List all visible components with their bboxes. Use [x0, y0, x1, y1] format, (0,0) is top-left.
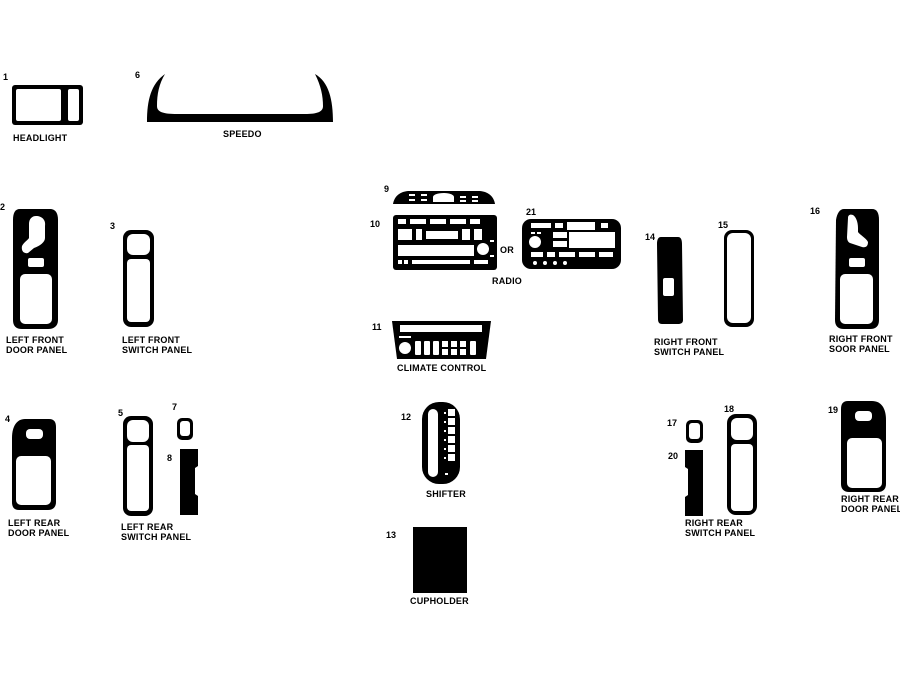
part-number-11: 11 [372, 322, 382, 332]
radio-trim-part-10 [393, 215, 497, 270]
part-number-13: 13 [386, 530, 397, 540]
part-number-18: 18 [724, 404, 735, 414]
left-rear-switch-panel-label: LEFT REAR SWITCH PANEL [121, 522, 191, 542]
part-number-8: 8 [167, 453, 173, 463]
label-line-2: SWITCH PANEL [122, 345, 193, 355]
part-number-5: 5 [118, 408, 124, 418]
left-rear-door-panel-label: LEFT REAR DOOR PANEL [8, 518, 69, 538]
shifter-label: SHIFTER [426, 489, 466, 499]
speedo-label: SPEEDO [223, 129, 262, 139]
part-15-trim [724, 230, 754, 327]
left-front-door-panel-label: LEFT FRONT DOOR PANEL [6, 335, 67, 355]
label-line-1: RIGHT REAR [841, 494, 899, 504]
shifter-part [422, 402, 460, 484]
climate-control-label: CLIMATE CONTROL [397, 363, 487, 373]
right-rear-switch-panel-part [727, 414, 757, 515]
part-number-19: 19 [828, 405, 839, 415]
cupholder-part [413, 527, 467, 593]
part-7-trim [177, 418, 193, 440]
part-8-trim [180, 449, 198, 515]
headlight-trim-part [12, 85, 83, 125]
label-line-2: DOOR PANEL [6, 345, 68, 355]
label-line-2: SWITCH PANEL [121, 532, 192, 542]
label-line-2: SWITCH PANEL [654, 347, 725, 357]
label-line-1: LEFT FRONT [122, 335, 180, 345]
label-line-1: RIGHT FRONT [829, 334, 893, 344]
part-number-21: 21 [526, 207, 537, 217]
right-front-door-panel-part [835, 209, 879, 329]
label-line-2: SOOR PANEL [829, 344, 890, 354]
cupholder-label: CUPHOLDER [410, 596, 469, 606]
right-rear-door-panel-part [841, 401, 886, 492]
part-number-9: 9 [384, 184, 390, 194]
part-number-15: 15 [718, 220, 729, 230]
speedo-trim-part [147, 74, 333, 122]
part-number-20: 20 [668, 451, 679, 461]
left-front-switch-panel-label: LEFT FRONT SWITCH PANEL [122, 335, 192, 355]
radio-trim-part-21 [522, 219, 621, 269]
right-front-switch-panel-label: RIGHT FRONT SWITCH PANEL [654, 337, 724, 357]
part-number-16: 16 [810, 206, 821, 216]
right-front-switch-panel-part [657, 237, 683, 324]
left-front-door-panel-part [13, 209, 58, 329]
or-text: OR [500, 245, 514, 255]
label-line-2: DOOR PANEL [8, 528, 70, 538]
part-number-2: 2 [0, 202, 6, 212]
part-number-10: 10 [370, 219, 381, 229]
label-line-1: RIGHT REAR [685, 518, 743, 528]
part-number-6: 6 [135, 70, 141, 80]
radio-label: RADIO [492, 276, 522, 286]
headlight-label: HEADLIGHT [13, 133, 68, 143]
label-line-1: LEFT FRONT [6, 335, 64, 345]
part-number-3: 3 [110, 221, 116, 231]
part-20-trim [685, 450, 703, 516]
left-rear-door-panel-part [12, 419, 56, 510]
label-line-2: SWITCH PANEL [685, 528, 756, 538]
right-rear-door-panel-label: RIGHT REAR DOOR PANEL [841, 494, 900, 514]
climate-control-part [392, 321, 491, 359]
label-line-1: LEFT REAR [121, 522, 174, 532]
part-number-12: 12 [401, 412, 412, 422]
label-line-1: LEFT REAR [8, 518, 61, 528]
left-front-switch-panel-part [123, 230, 154, 327]
label-line-2: DOOR PANEL [841, 504, 900, 514]
radio-upper-trim-part [393, 191, 495, 204]
right-rear-switch-panel-label: RIGHT REAR SWITCH PANEL [685, 518, 755, 538]
part-number-4: 4 [5, 414, 11, 424]
part-number-7: 7 [172, 402, 178, 412]
right-front-door-panel-label: RIGHT FRONT SOOR PANEL [829, 334, 893, 354]
part-17-trim [686, 420, 703, 443]
part-number-1: 1 [3, 72, 9, 82]
part-number-17: 17 [667, 418, 678, 428]
left-rear-switch-panel-part [123, 416, 153, 516]
part-number-14: 14 [645, 232, 656, 242]
label-line-1: RIGHT FRONT [654, 337, 718, 347]
